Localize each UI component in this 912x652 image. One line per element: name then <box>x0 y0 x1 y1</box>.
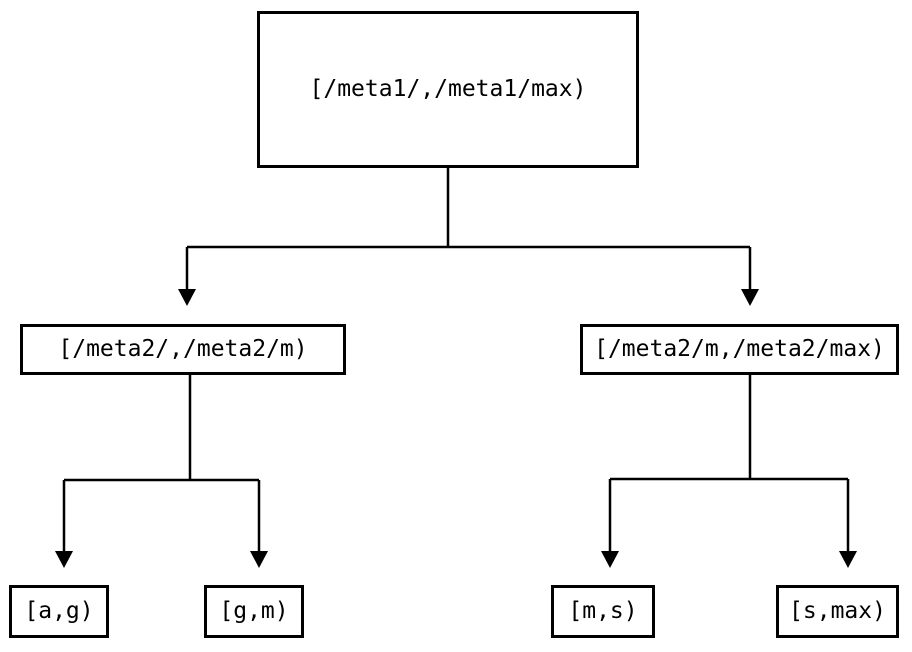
edge-root-to-mid <box>178 168 759 306</box>
tree-node-mid-left[interactable]: [/meta2/,/meta2/m) <box>20 324 346 375</box>
tree-node-leaf-ms[interactable]: [m,s) <box>551 585 655 638</box>
arrowhead-to-mid-right <box>741 289 759 306</box>
arrowhead-to-leaf-ag <box>55 551 73 568</box>
arrowhead-to-leaf-smax <box>839 551 857 568</box>
tree-node-leaf-smax-label: [s,max) <box>789 598 886 624</box>
edge-midleft-to-leaves <box>55 375 268 568</box>
tree-node-leaf-ag-label: [a,g) <box>24 598 94 624</box>
tree-node-mid-right[interactable]: [/meta2/m,/meta2/max) <box>580 324 899 375</box>
tree-node-leaf-gm[interactable]: [g,m) <box>204 585 304 638</box>
tree-node-root[interactable]: [/meta1/,/meta1/max) <box>257 11 639 168</box>
arrowhead-to-mid-left <box>178 289 196 306</box>
tree-node-leaf-ag[interactable]: [a,g) <box>9 585 109 638</box>
tree-node-leaf-smax[interactable]: [s,max) <box>776 585 899 638</box>
tree-node-leaf-ms-label: [m,s) <box>568 598 638 624</box>
tree-node-mid-right-label: [/meta2/m,/meta2/max) <box>594 336 885 362</box>
edge-midright-to-leaves <box>601 375 857 568</box>
tree-node-mid-left-label: [/meta2/,/meta2/m) <box>58 336 308 362</box>
tree-node-leaf-gm-label: [g,m) <box>219 598 289 624</box>
arrowhead-to-leaf-ms <box>601 551 619 568</box>
arrowhead-to-leaf-gm <box>250 551 268 568</box>
tree-node-root-label: [/meta1/,/meta1/max) <box>309 76 587 102</box>
